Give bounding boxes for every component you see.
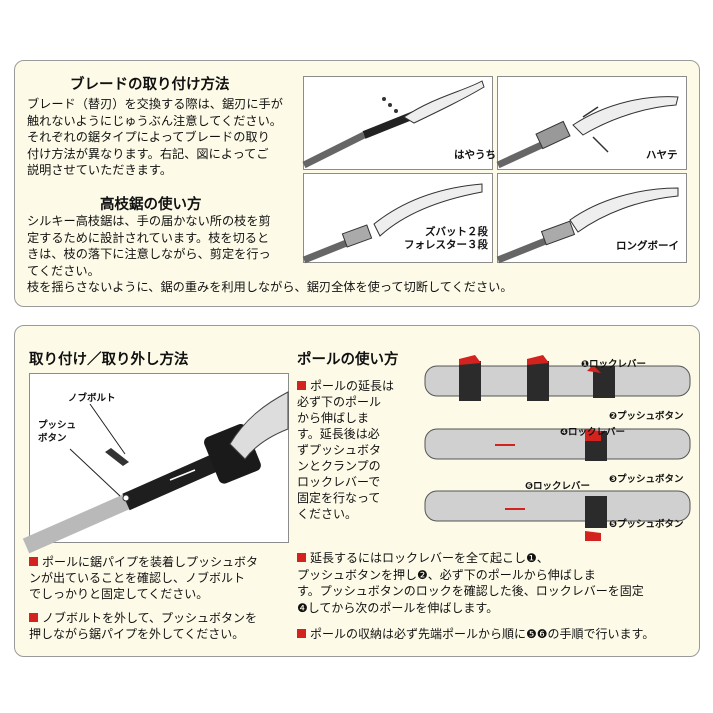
pole-label-5: ❻ロックレバー bbox=[525, 481, 591, 492]
pole-saw-title: 高枝鋸の使い方 bbox=[100, 197, 202, 213]
label-nobbolt: ノブボルト bbox=[68, 393, 116, 404]
pole-label-1: ❶ロックレバー bbox=[581, 359, 647, 370]
pole-label-4: ❸プッシュボタン bbox=[609, 474, 684, 485]
attach-item-1: ポールに鋸パイプを装着しプッシュボタ ンが出ていることを確認し、ノブボルト でし… bbox=[29, 554, 258, 602]
pole-illustration bbox=[424, 355, 691, 541]
blade-title: ブレードの取り付け方法 bbox=[70, 77, 230, 93]
attach-item-2-text: ノブボルトを外して、プッシュボタンを 押しながら鋸パイプを外してください。 bbox=[29, 611, 258, 641]
fig-label-longboy: ロングボーイ bbox=[616, 240, 679, 252]
pole-label-2: ❷プッシュボタン bbox=[609, 411, 684, 422]
pole-usage-panel: 取り付け／取り外し方法 ノブボルト プッシュ ボタン ポールに鋸パイプを装着しプ… bbox=[14, 325, 700, 657]
figure-zubat: ズバット２段 フォレスター３段 bbox=[302, 173, 493, 264]
figure-longboy: ロングボーイ bbox=[496, 173, 687, 264]
pole-saw-text: シルキー高枝鋸は、手の届かない所の枝を剪 定するために設計されています。枝を切る… bbox=[27, 214, 271, 278]
blade-text: ブレード（替刃）を交換する際は、鋸刃に手が 触れないようにじゅうぶん注意してくだ… bbox=[27, 97, 283, 178]
zubat-saw-illustration bbox=[302, 183, 483, 264]
blade-attachment-panel: ブレードの取り付け方法 ブレード（替刃）を交換する際は、鋸刃に手が 触れないよう… bbox=[14, 60, 700, 307]
hayauchi-saw-illustration bbox=[302, 80, 485, 169]
pole-item-3-text: ポールの収納は必ず先端ポールから順に❺❻の手順で行います。 bbox=[310, 627, 655, 641]
label-push-button: プッシュ ボタン bbox=[38, 420, 77, 444]
pole-saw-text-last: 枝を揺らさないように、鋸の重みを利用しながら、鋸刃全体を使って切断してください。 bbox=[27, 280, 513, 294]
pole-label-3: ❹ロックレバー bbox=[560, 427, 626, 438]
fig-label-zubat: ズバット２段 フォレスター３段 bbox=[404, 226, 488, 251]
pole-title: ポールの使い方 bbox=[297, 352, 399, 368]
attach-item-1-text: ポールに鋸パイプを装着しプッシュボタ ンが出ていることを確認し、ノブボルト でし… bbox=[29, 555, 259, 601]
longboy-saw-illustration bbox=[496, 187, 679, 264]
pole-item-2: 延長するにはロックレバーを全て起こし❶、 プッシュボタンを押し❷、必ず下のポール… bbox=[297, 550, 644, 616]
pole-item-1: ポールの延長は 必ず下のポール から伸ばしま す。延長後は必 ずプッシュボタ ン… bbox=[297, 378, 394, 522]
attach-illustration bbox=[22, 391, 289, 554]
attach-item-2: ノブボルトを外して、プッシュボタンを 押しながら鋸パイプを外してください。 bbox=[29, 610, 257, 642]
pole-row-3 bbox=[424, 490, 691, 541]
pole-item-3: ポールの収納は必ず先端ポールから順に❺❻の手順で行います。 bbox=[297, 626, 654, 642]
fig-label-hayauchi: はやうち bbox=[454, 149, 496, 161]
pole-row-2 bbox=[424, 428, 691, 461]
hayate-saw-illustration bbox=[496, 96, 679, 169]
attach-title: 取り付け／取り外し方法 bbox=[29, 352, 189, 368]
figure-hayauchi: はやうち bbox=[302, 76, 496, 170]
pole-item-1-text: ポールの延長は 必ず下のポール から伸ばしま す。延長後は必 ずプッシュボタ ン… bbox=[297, 379, 395, 521]
pole-row-1 bbox=[424, 355, 691, 401]
attach-figure: ノブボルト プッシュ ボタン bbox=[22, 373, 289, 554]
pole-item-2-text: 延長するにはロックレバーを全て起こし❶、 プッシュボタンを押し❷、必ず下のポール… bbox=[297, 551, 644, 615]
pole-label-6: ❺プッシュボタン bbox=[609, 519, 684, 530]
figure-hayate: ハヤテ bbox=[496, 76, 687, 170]
fig-label-hayate: ハヤテ bbox=[646, 149, 678, 161]
